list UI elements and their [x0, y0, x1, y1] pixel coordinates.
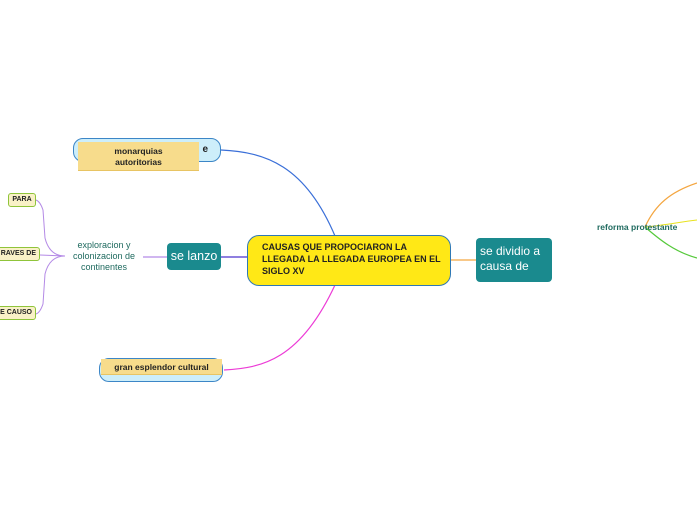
edge-reforma-to-orange-branch — [644, 182, 697, 228]
causo-node[interactable]: E CAUSO — [0, 306, 36, 320]
gran-esplendor-node[interactable]: gran esplendor cultural — [101, 359, 222, 375]
monarquias-node[interactable]: monarquias autoritorias — [78, 142, 199, 171]
edge-reforma-to-yellow-branch — [644, 219, 697, 228]
exploracion-node[interactable]: exploracion y colonizacion de continente… — [66, 240, 142, 273]
se-dividio-node[interactable]: se dividio a causa de — [476, 238, 552, 282]
se-lanzo-node[interactable]: se lanzo — [167, 243, 221, 270]
edge-exploracion-to-causo — [35, 255, 66, 315]
central-topic-label: CAUSAS QUE PROPOCIARON LA LLEGADA LA LLE… — [262, 242, 441, 276]
edge-central-to-gran-esplendor — [223, 284, 336, 371]
gran-esplendor-label: gran esplendor cultural — [114, 362, 209, 372]
central-topic[interactable]: CAUSAS QUE PROPOCIARON LA LLEGADA LA LLE… — [247, 235, 451, 286]
edge-exploracion-to-traves — [39, 254, 66, 257]
monarquias-label: monarquias autoritorias — [114, 146, 163, 167]
se-dividio-label: se dividio a causa de — [480, 244, 541, 273]
reforma-label: reforma protestante — [597, 222, 678, 232]
monarquias-shell-suffix: e — [202, 144, 208, 155]
traves-node[interactable]: RAVES DE — [0, 247, 40, 261]
traves-label: RAVES DE — [0, 250, 36, 257]
exploracion-label: exploracion y colonizacion de continente… — [72, 240, 136, 272]
para-label: PARA — [12, 196, 32, 203]
causo-label: E CAUSO — [0, 309, 32, 316]
edge-exploracion-to-para — [35, 199, 66, 257]
para-node[interactable]: PARA — [8, 193, 36, 207]
edge-central-to-monarquias — [220, 149, 336, 237]
edge-reforma-to-green-branch — [644, 226, 697, 259]
se-lanzo-label: se lanzo — [170, 249, 218, 263]
reforma-node[interactable]: reforma protestante — [597, 222, 677, 232]
